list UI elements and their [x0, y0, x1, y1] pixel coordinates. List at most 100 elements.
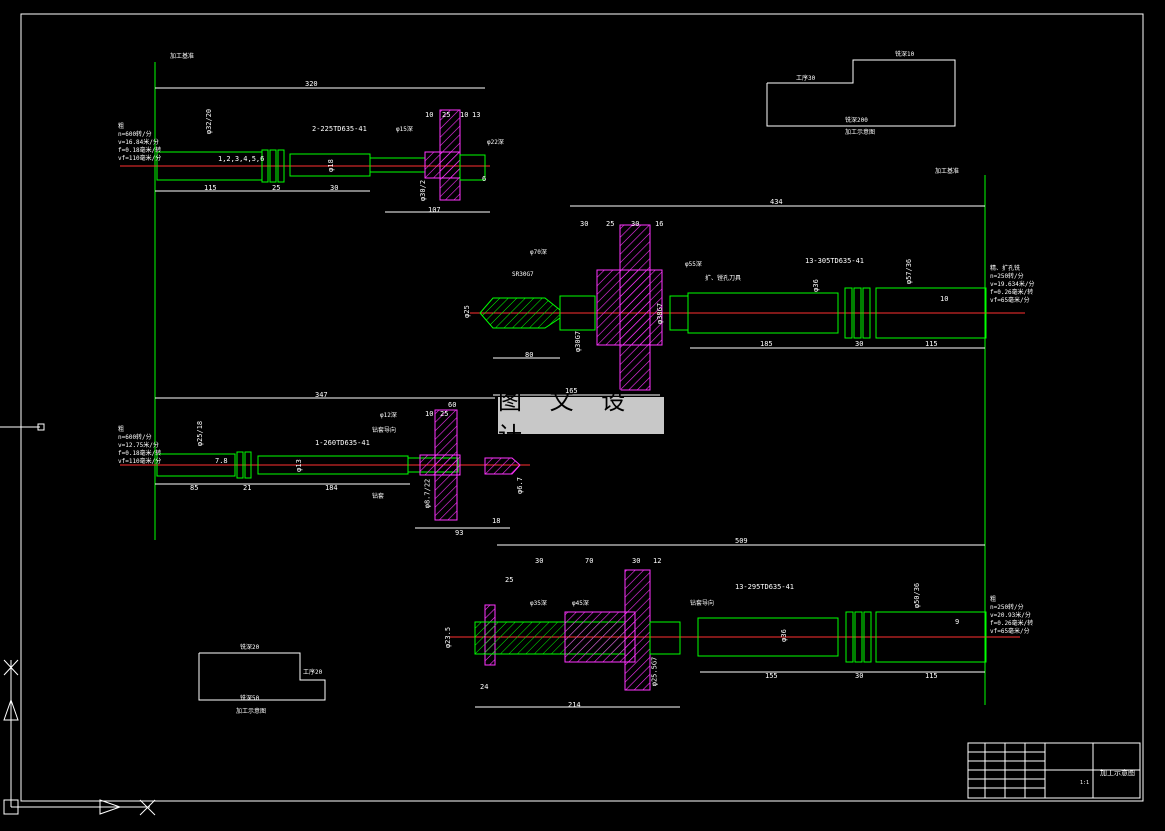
- mid-right-dim-b1: 165: [565, 387, 578, 395]
- sketch-top-label-a: 铣深10: [895, 51, 915, 58]
- top-left-dim-b0: 115: [204, 184, 217, 192]
- mid-right-param-1: n=250转/分: [990, 273, 1024, 280]
- sketch-top-label-c: 铣深200: [845, 117, 868, 124]
- sketch-top-caption: 加工示意图: [845, 129, 876, 136]
- sketch-top: [766, 59, 956, 127]
- bottom-label-35: φ35深: [530, 600, 547, 607]
- middle-right-view: [470, 205, 1025, 396]
- mid-right-dim-t3: 16: [655, 220, 664, 228]
- mid-left-dim-t0: 60: [448, 401, 457, 409]
- sketch-bottom-label-b: 工序20: [303, 669, 323, 676]
- mid-right-label-70: φ70深: [530, 249, 547, 256]
- mid-right-dim-total: 434: [770, 198, 783, 206]
- mid-right-dia-small: φ36: [811, 279, 820, 292]
- top-left-dim-total: 320: [305, 80, 318, 88]
- mid-right-param-0: 精、扩孔铣: [990, 265, 1021, 272]
- bottom-label-45: φ45深: [572, 600, 589, 607]
- top-left-dim-small: 6: [482, 175, 487, 183]
- bottom-dia-small: φ36: [779, 629, 788, 642]
- bottom-view: [450, 544, 1020, 708]
- top-left-dim-t3: 13: [472, 111, 481, 119]
- mid-left-dim-t1: 10: [425, 410, 434, 418]
- top-left-tool: 2-225TD635-41: [312, 125, 367, 133]
- mid-right-dim-b4: 115: [925, 340, 938, 348]
- bottom-param-3: f=0.26毫米/转: [990, 620, 1034, 627]
- top-left-param-0: 粗: [118, 123, 125, 130]
- mid-right-dim-t1: 25: [606, 220, 615, 228]
- bottom-dim-total: 509: [735, 537, 748, 545]
- top-left-dia: φ32/20: [205, 108, 214, 135]
- mid-right-dim-b3: 30: [855, 340, 864, 348]
- bottom-cut-value: 9: [955, 618, 960, 626]
- top-left-dim-b1: 25: [272, 184, 281, 192]
- bottom-label-note: 钻套导向: [690, 600, 715, 607]
- top-left-param-4: vf=110毫米/分: [118, 155, 162, 162]
- mid-right-dim-t2: 30: [631, 220, 640, 228]
- mid-left-param-4: vf=110毫米/分: [118, 458, 162, 465]
- mid-left-dim-t2: 25: [440, 410, 449, 418]
- mid-left-dim-b3: 93: [455, 529, 464, 537]
- bottom-dim-b0: 24: [480, 683, 489, 691]
- top-left-param-2: v=16.84米/分: [118, 139, 159, 146]
- bottom-param-4: vf=65毫米/分: [990, 628, 1030, 635]
- bottom-param-0: 粗: [990, 596, 997, 603]
- mid-right-dia-30: φ30G7: [574, 330, 583, 353]
- mid-left-param-2: v=12.75米/分: [118, 442, 159, 449]
- top-left-cut-label: 1,2,3,4,5,6: [218, 155, 265, 163]
- mid-right-label-note: 扩、镗孔刀具: [705, 275, 742, 282]
- top-left-clamp-dia: φ30/2: [419, 179, 428, 202]
- bottom-dim-b1: 214: [568, 701, 581, 709]
- bottom-dim-t4: 12: [653, 557, 662, 565]
- mid-left-param-3: f=0.18毫米/转: [118, 450, 162, 457]
- mid-right-dim-t0: 30: [580, 220, 589, 228]
- top-left-dia2: φ18: [326, 159, 335, 172]
- title-block-scale: 1:1: [1080, 780, 1090, 786]
- mid-left-label-clamp: 钻套导向: [372, 427, 397, 434]
- mid-left-dia2: φ13: [294, 459, 303, 472]
- top-left-dim-b3: 107: [428, 206, 441, 214]
- sketch-top-label-b: 工序30: [796, 75, 816, 82]
- bottom-dim-t0: 25: [505, 576, 514, 584]
- mid-left-cut-value: 7.8: [215, 457, 228, 465]
- mid-left-dim-total: 347: [315, 391, 328, 399]
- mid-right-param-2: v=19.634米/分: [990, 281, 1035, 288]
- mid-right-dim-b0: 80: [525, 351, 534, 359]
- bottom-dia-bottom: φ25.5G7: [650, 656, 659, 687]
- outer-frame: [20, 13, 1144, 802]
- sketch-bottom: [198, 652, 326, 701]
- mid-left-param-0: 粗: [118, 426, 125, 433]
- mid-left-dim-b1: 21: [243, 484, 252, 492]
- top-left-datum-label: 加工基准: [170, 53, 195, 60]
- top-left-dim-t1: 25: [442, 111, 451, 119]
- mid-right-dim-b2: 185: [760, 340, 773, 348]
- mid-left-param-1: n=600转/分: [118, 434, 152, 441]
- mid-right-cut-value: 10: [940, 295, 949, 303]
- top-left-dim-t2: 10: [460, 111, 469, 119]
- top-left-right-dia: φ22深: [487, 139, 504, 146]
- bottom-dim-b3: 30: [855, 672, 864, 680]
- bottom-dim-b2: 155: [765, 672, 778, 680]
- mid-right-label-55: φ55深: [685, 261, 702, 268]
- mid-right-label-sr: SR30G7: [512, 271, 534, 278]
- sketch-bottom-label-a: 铣深20: [240, 644, 260, 651]
- mid-left-dia-right: φ6.7: [515, 477, 524, 494]
- mid-right-dia-38: φ38G7: [656, 302, 665, 325]
- mid-left-dim-b4: 18: [492, 517, 501, 525]
- mid-left-tool: 1-260TD635-41: [315, 439, 370, 447]
- mid-right-dia-25: φ25: [462, 305, 471, 318]
- bottom-param-2: v=20.93米/分: [990, 612, 1031, 619]
- top-left-dim-b2: 30: [330, 184, 339, 192]
- ucs-icon: [3, 659, 156, 816]
- mid-left-label-12: φ12深: [380, 412, 397, 419]
- bottom-dim-t2: 70: [585, 557, 594, 565]
- top-left-view: [120, 87, 490, 213]
- top-left-param-3: f=0.18毫米/转: [118, 147, 162, 154]
- mid-left-label-clamp2: 钻套: [372, 493, 385, 500]
- middle-left-view: [120, 397, 530, 529]
- top-left-dim-t0: 10: [425, 111, 434, 119]
- bottom-dia-left: φ23.5: [444, 626, 453, 649]
- bottom-dim-b4: 115: [925, 672, 938, 680]
- mid-right-param-3: f=0.26毫米/转: [990, 289, 1034, 296]
- mid-left-dim-b2: 184: [325, 484, 338, 492]
